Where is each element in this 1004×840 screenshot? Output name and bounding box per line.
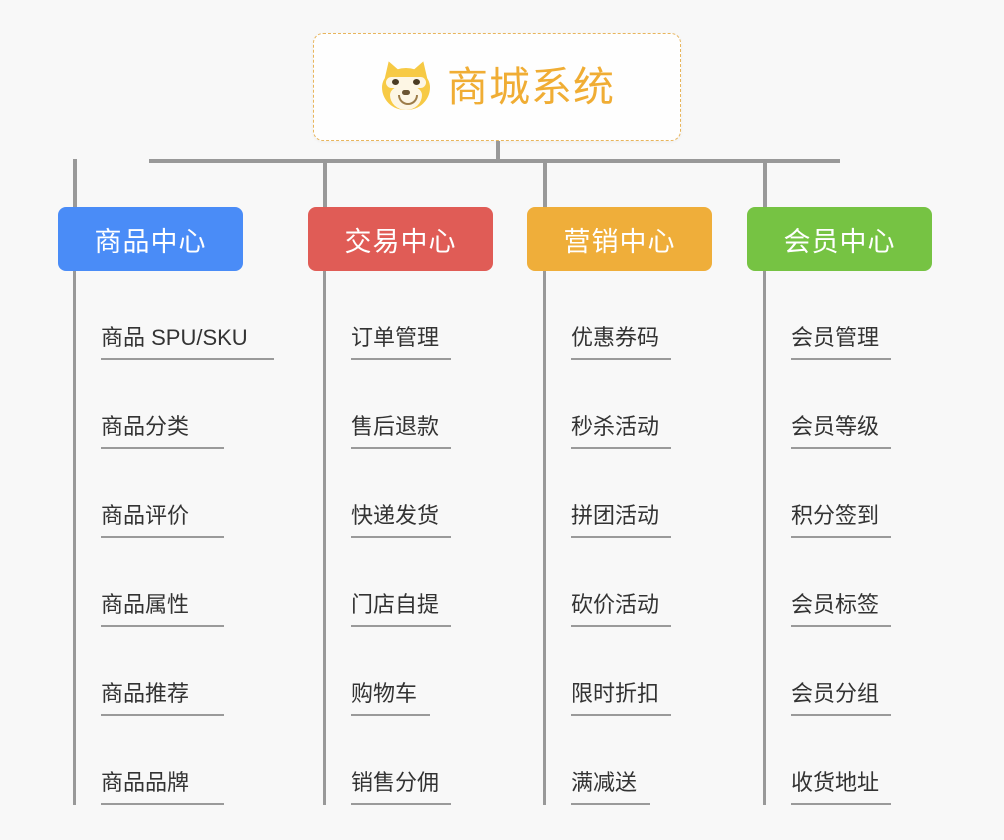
leaf-item[interactable]: 销售分佣 — [351, 716, 451, 805]
leaf-item[interactable]: 商品属性 — [101, 538, 274, 627]
leaf-item-label: 门店自提 — [351, 592, 440, 617]
connector-drop-4 — [763, 159, 767, 207]
category-label: 商品中心 — [94, 226, 207, 257]
leaf-item-underline — [571, 625, 671, 627]
category-label: 会员中心 — [783, 226, 896, 257]
root-node[interactable]: 商城系统 — [313, 33, 681, 141]
leaf-item-label: 满减送 — [571, 770, 638, 795]
leaf-item-underline — [571, 803, 650, 805]
connector-root-stem — [496, 141, 500, 162]
leaf-item-label: 会员标签 — [791, 592, 880, 617]
leaf-item[interactable]: 秒杀活动 — [571, 360, 671, 449]
leaf-item-underline — [351, 536, 451, 538]
leaf-item-underline — [791, 447, 891, 449]
category-label: 营销中心 — [563, 226, 676, 257]
leaf-item-label: 售后退款 — [351, 414, 440, 439]
leaf-item-label: 商品品牌 — [101, 770, 190, 795]
leaf-item-label: 商品分类 — [101, 414, 190, 439]
leaf-item-underline — [571, 358, 671, 360]
connector-drop-2 — [323, 159, 327, 207]
connector-drop-3 — [543, 159, 547, 207]
leaf-item-label: 销售分佣 — [351, 770, 440, 795]
leaf-item[interactable]: 售后退款 — [351, 360, 451, 449]
category-box-3[interactable]: 营销中心 — [527, 207, 712, 271]
branch-spine-3 — [543, 271, 546, 805]
leaf-item-label: 订单管理 — [351, 325, 440, 350]
leaf-item-underline — [101, 536, 224, 538]
leaf-item-underline — [351, 803, 451, 805]
leaf-item[interactable]: 商品品牌 — [101, 716, 274, 805]
leaf-item[interactable]: 会员等级 — [791, 360, 891, 449]
leaf-item-underline — [101, 358, 274, 360]
leaf-item[interactable]: 商品评价 — [101, 449, 274, 538]
leaf-item-label: 砍价活动 — [571, 592, 660, 617]
leaf-item[interactable]: 会员管理 — [791, 271, 891, 360]
leaf-item-underline — [791, 536, 891, 538]
leaf-item-label: 商品属性 — [101, 592, 190, 617]
leaf-item-underline — [351, 358, 451, 360]
leaf-item-underline — [791, 358, 891, 360]
leaf-item[interactable]: 收货地址 — [791, 716, 891, 805]
leaf-item-underline — [351, 447, 451, 449]
leaf-item-underline — [101, 714, 224, 716]
branch-spine-4 — [763, 271, 766, 805]
branch-spine-1 — [73, 271, 76, 805]
leaf-item[interactable]: 积分签到 — [791, 449, 891, 538]
leaf-item-label: 商品推荐 — [101, 681, 190, 706]
leaf-item[interactable]: 砍价活动 — [571, 538, 671, 627]
leaf-item[interactable]: 商品分类 — [101, 360, 274, 449]
category-box-2[interactable]: 交易中心 — [308, 207, 493, 271]
leaf-item-underline — [101, 803, 224, 805]
leaf-item[interactable]: 优惠券码 — [571, 271, 671, 360]
leaf-item-underline — [571, 536, 671, 538]
leaf-item-label: 商品 SPU/SKU — [101, 325, 248, 350]
category-box-4[interactable]: 会员中心 — [747, 207, 932, 271]
leaf-item[interactable]: 限时折扣 — [571, 627, 671, 716]
connector-drop-1 — [73, 159, 77, 207]
leaf-item[interactable]: 快递发货 — [351, 449, 451, 538]
leaf-item-underline — [101, 447, 224, 449]
leaf-item-underline — [351, 714, 430, 716]
leaf-item-label: 商品评价 — [101, 503, 190, 528]
category-label: 交易中心 — [344, 226, 457, 257]
leaf-item-underline — [571, 714, 671, 716]
leaf-item-label: 会员管理 — [791, 325, 880, 350]
root-title: 商城系统 — [447, 63, 615, 110]
leaf-item[interactable]: 购物车 — [351, 627, 451, 716]
leaf-item[interactable]: 拼团活动 — [571, 449, 671, 538]
leaf-item-underline — [571, 447, 671, 449]
category-box-1[interactable]: 商品中心 — [58, 207, 243, 271]
leaf-item-label: 限时折扣 — [571, 681, 660, 706]
leaf-item-label: 收货地址 — [791, 770, 880, 795]
leaf-item-label: 积分签到 — [791, 503, 880, 528]
leaf-item[interactable]: 会员标签 — [791, 538, 891, 627]
leaf-item[interactable]: 商品推荐 — [101, 627, 274, 716]
leaf-item-label: 快递发货 — [351, 503, 440, 528]
leaf-item-label: 会员等级 — [791, 414, 880, 439]
leaf-item[interactable]: 满减送 — [571, 716, 671, 805]
leaf-item[interactable]: 门店自提 — [351, 538, 451, 627]
leaf-item-label: 优惠券码 — [571, 325, 660, 350]
leaf-item-underline — [791, 803, 891, 805]
connector-horizontal-bus — [149, 159, 840, 163]
leaf-item[interactable]: 订单管理 — [351, 271, 451, 360]
leaf-item[interactable]: 商品 SPU/SKU — [101, 271, 274, 360]
leaf-item-label: 秒杀活动 — [571, 414, 660, 439]
leaf-item-underline — [351, 625, 451, 627]
leaf-item-label: 会员分组 — [791, 681, 880, 706]
branch-spine-2 — [323, 271, 326, 805]
leaf-item-underline — [791, 714, 891, 716]
shiba-dog-icon — [379, 58, 433, 114]
leaf-item-label: 购物车 — [351, 681, 418, 706]
leaf-item-label: 拼团活动 — [571, 503, 660, 528]
leaf-item-underline — [101, 625, 224, 627]
leaf-item-underline — [791, 625, 891, 627]
leaf-item[interactable]: 会员分组 — [791, 627, 891, 716]
